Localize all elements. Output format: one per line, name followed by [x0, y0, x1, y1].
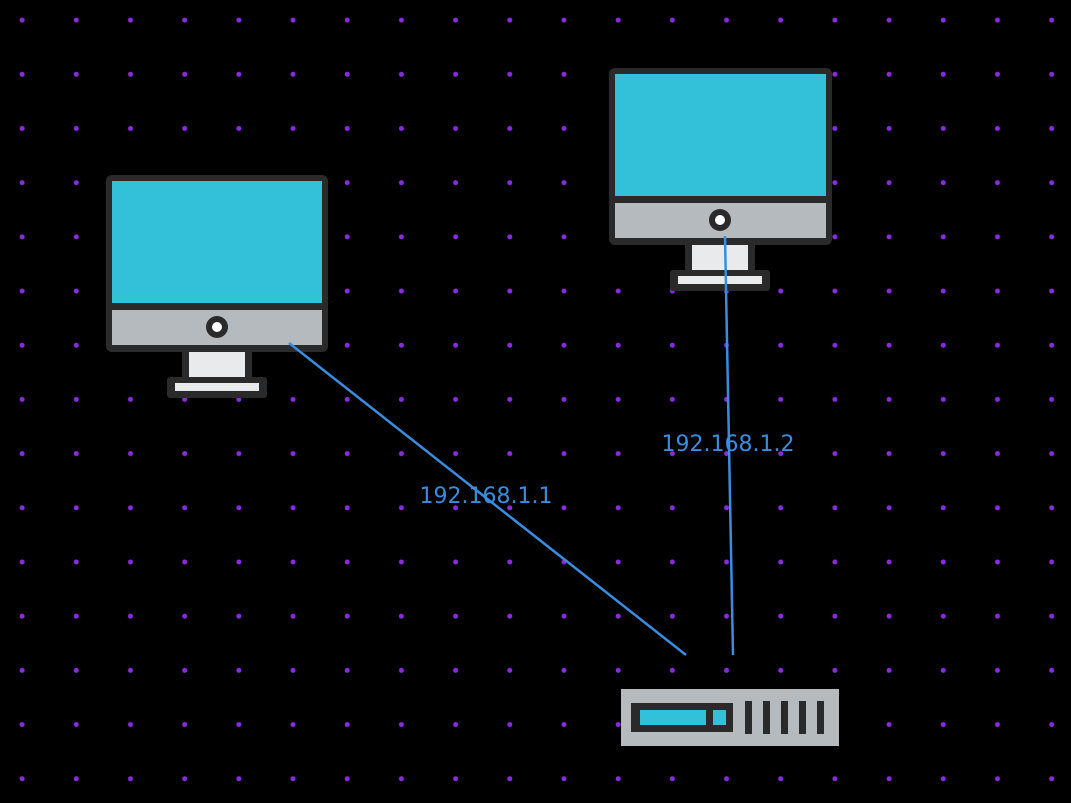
link-2-label: 192.168.1.2 [662, 432, 795, 457]
switch-1-network-switch-icon[interactable] [621, 689, 839, 746]
link-computer-1-to-switch[interactable] [288, 342, 687, 656]
link-1-label: 192.168.1.1 [420, 484, 553, 509]
link-computer-2-to-switch[interactable] [723, 235, 735, 656]
computer-2-monitor-icon[interactable] [609, 68, 832, 291]
computer-1-monitor-icon[interactable] [106, 175, 328, 398]
